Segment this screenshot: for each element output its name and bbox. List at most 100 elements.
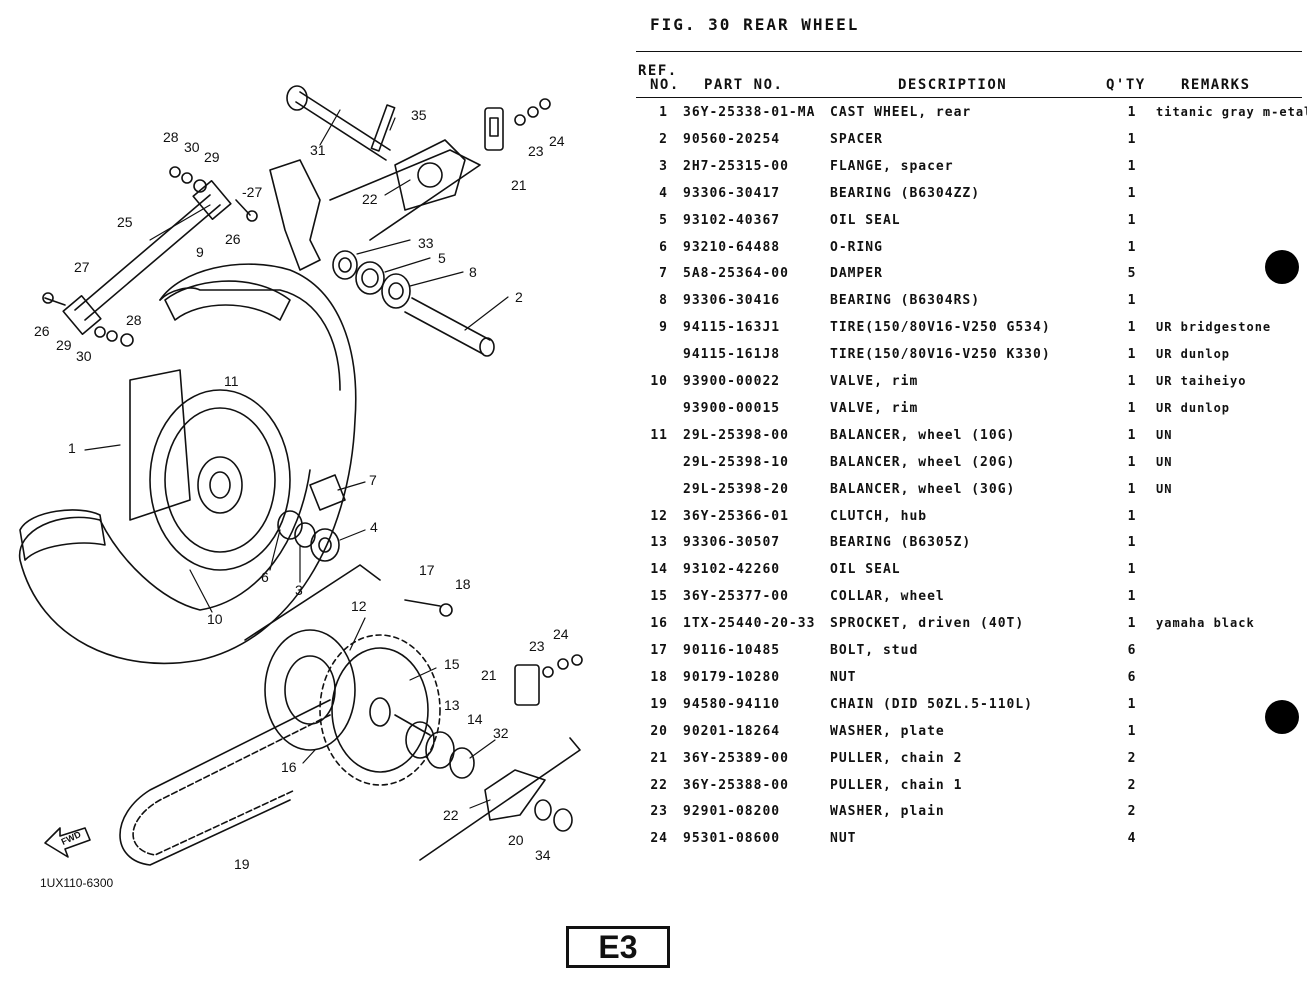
ref-cell: 23 (650, 804, 668, 820)
ref-cell: 13 (650, 535, 668, 551)
callout-27b: 27 (74, 259, 90, 275)
callout-5: 5 (438, 250, 446, 266)
part-number-cell: 90560-20254 (683, 131, 781, 147)
description-cell: BOLT, stud (830, 643, 919, 658)
remarks-cell: UN (1156, 481, 1173, 496)
fasteners-left (42, 166, 258, 347)
ref-cell: 14 (650, 562, 668, 578)
description-cell: VALVE, rim (830, 400, 919, 416)
callout-6: 6 (261, 569, 269, 585)
part-number-cell: 94115-163J1 (683, 320, 781, 336)
quantity-cell: 1 (1127, 131, 1137, 147)
quantity-cell: 1 (1127, 696, 1137, 712)
header-qty: Q'TY (1106, 77, 1146, 93)
part-number-cell: 29L-25398-00 (683, 427, 789, 443)
ref-cell: 8 (659, 293, 668, 309)
quantity-cell: 1 (1127, 562, 1137, 578)
axle-part (286, 85, 396, 161)
quantity-cell: 1 (1127, 347, 1137, 363)
page-badge: E3 (566, 926, 670, 968)
quantity-cell: 2 (1127, 804, 1137, 820)
part-number-cell: 90179-10280 (683, 669, 781, 685)
callout-30b: 30 (76, 348, 92, 364)
hub-bearings (332, 250, 495, 357)
description-cell: TIRE(150/80V16-V250 K330) (830, 347, 1051, 363)
description-cell: COLLAR, wheel (830, 589, 945, 605)
callout-16: 16 (281, 759, 297, 775)
header-remarks: REMARKS (1181, 77, 1251, 93)
callout-28b: 28 (126, 312, 142, 328)
ref-cell: 10 (650, 374, 668, 389)
callout-22b: 22 (443, 807, 459, 823)
quantity-cell: 6 (1127, 669, 1137, 685)
part-number-cell: 95301-08600 (683, 831, 781, 847)
callout-18: 18 (455, 576, 471, 592)
ref-cell: 11 (650, 427, 668, 443)
bracket-top (269, 139, 481, 271)
description-cell: O-RING (830, 239, 883, 255)
description-cell: CLUTCH, hub (830, 508, 928, 524)
part-number-cell: 90201-18264 (683, 723, 781, 739)
description-cell: TIRE(150/80V16-V250 G534) (830, 320, 1051, 336)
header-rule (636, 97, 1302, 98)
diagram-code: 1UX110-6300 (40, 876, 114, 890)
remarks-cell: UN (1156, 454, 1173, 469)
description-cell: BALANCER, wheel (30G) (830, 481, 1016, 497)
callout-32: 32 (493, 725, 509, 741)
callout-31: 31 (310, 142, 326, 158)
header-ref-line1: REF. (638, 63, 678, 79)
part-number-cell: 2H7-25315-00 (683, 158, 789, 174)
title-rule (636, 51, 1302, 52)
description-cell: SPROCKET, driven (40T) (830, 616, 1025, 632)
description-cell: OIL SEAL (830, 212, 901, 228)
description-cell: BEARING (B6304ZZ) (830, 185, 981, 201)
quantity-cell: 1 (1127, 723, 1137, 739)
ref-cell: 22 (650, 777, 668, 793)
callout-3: 3 (295, 582, 303, 598)
callout-13: 13 (444, 697, 460, 713)
ref-cell: 6 (659, 239, 668, 255)
description-cell: PULLER, chain 1 (830, 777, 963, 793)
binder-hole-mark (1265, 250, 1299, 284)
part-number-cell: 93900-00022 (683, 374, 781, 389)
header-description: DESCRIPTION (898, 77, 1008, 93)
quantity-cell: 1 (1127, 481, 1137, 497)
callout-24b: 24 (553, 626, 569, 642)
part-number-cell: 36Y-25338-01-MA (683, 105, 816, 120)
ref-cell: 21 (650, 750, 668, 766)
callout-23a: 23 (528, 143, 544, 159)
part-number-cell: 93210-64488 (683, 239, 781, 255)
quantity-cell: 1 (1127, 320, 1137, 336)
wheel-tire (19, 263, 357, 665)
figure-title: FIG. 30 REAR WHEEL (650, 15, 860, 34)
remarks-cell: yamaha black (1156, 616, 1255, 631)
callout-26a: 26 (225, 231, 241, 247)
quantity-cell: 2 (1127, 750, 1137, 766)
part-number-cell: 90116-10485 (683, 643, 781, 658)
callout-35: 35 (411, 107, 427, 123)
callout-27a: -27 (242, 184, 263, 200)
callout-10: 10 (207, 611, 223, 627)
remarks-cell: UR dunlop (1156, 347, 1231, 362)
quantity-cell: 4 (1127, 831, 1137, 847)
description-cell: OIL SEAL (830, 562, 901, 578)
description-cell: NUT (830, 831, 857, 847)
remarks-cell: titanic gray m-etalic (1156, 105, 1307, 119)
part-number-cell: 36Y-25377-00 (683, 589, 789, 605)
quantity-cell: 6 (1127, 643, 1137, 658)
lower-puller-parts (419, 654, 583, 861)
binder-hole-mark (1265, 700, 1299, 734)
exploded-parts-diagram: 28 30 29 -27 26 25 27 26 29 30 28 9 31 3… (0, 0, 620, 900)
description-cell: BALANCER, wheel (10G) (830, 427, 1016, 443)
